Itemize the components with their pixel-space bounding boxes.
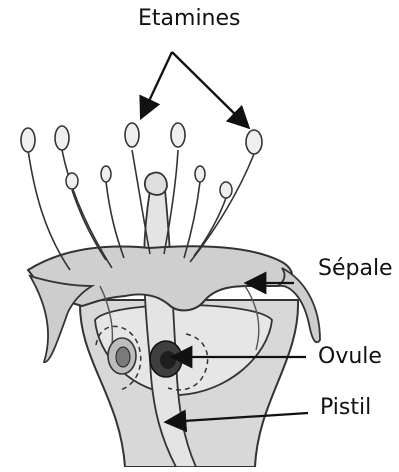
ovule-label: Ovule [318,346,382,368]
etamines-label: Etamines [138,8,241,30]
anther-1 [21,128,35,152]
left-ovule-inner [116,347,130,367]
anther-8 [195,166,205,182]
right-ovule-inner [160,351,176,369]
filament-1 [28,150,70,270]
stigma [145,173,167,195]
pistil-label: Pistil [320,397,371,419]
anther-9 [220,182,232,198]
etamines-arrow-right [172,52,247,126]
anther-5 [246,130,262,154]
sepale-label: Sépale [318,258,393,280]
filament-3 [132,150,150,254]
anther-6 [66,173,78,189]
anther-7 [101,166,111,182]
anther-3 [125,123,139,147]
etamines-arrow-left [142,52,172,116]
anther-2 [55,126,69,150]
anther-4 [171,123,185,147]
